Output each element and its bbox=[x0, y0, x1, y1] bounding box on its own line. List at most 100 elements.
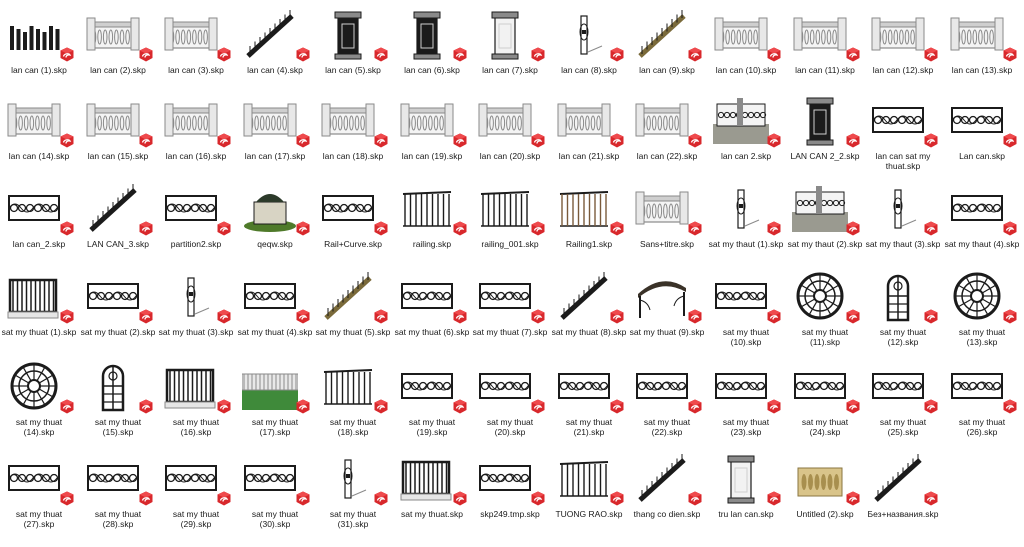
file-thumbnail bbox=[868, 6, 938, 62]
file-item[interactable]: sat my thuat (5).skp bbox=[314, 268, 392, 337]
file-item[interactable]: sat my thuat (10).skp bbox=[707, 268, 785, 347]
file-name: sat my thuat (23).skp bbox=[722, 417, 770, 437]
file-item[interactable]: lan can (6).skp bbox=[393, 6, 471, 75]
file-item[interactable]: sat my thaut (3).skp bbox=[864, 180, 942, 249]
iron-scroll-thumbnail-icon bbox=[8, 195, 60, 221]
file-name: sat my thuat (14).skp bbox=[15, 417, 63, 437]
file-item[interactable]: lan can (13).skp bbox=[943, 6, 1021, 75]
file-item[interactable]: railing.skp bbox=[393, 180, 471, 249]
file-item[interactable]: sat my thuat (30).skp bbox=[236, 450, 314, 529]
file-item[interactable]: lan can (5).skp bbox=[314, 6, 392, 75]
file-item[interactable]: lan can (2).skp bbox=[79, 6, 157, 75]
file-item[interactable]: sat my thuat (8).skp bbox=[550, 268, 628, 337]
file-thumbnail bbox=[554, 92, 624, 148]
file-item[interactable]: lan can (3).skp bbox=[157, 6, 235, 75]
file-item[interactable]: LAN CAN_3.skp bbox=[79, 180, 157, 249]
file-item[interactable]: Rail+Curve.skp bbox=[314, 180, 392, 249]
file-item[interactable]: railing_001.skp bbox=[471, 180, 549, 249]
file-item[interactable]: lan can (19).skp bbox=[393, 92, 471, 161]
file-item[interactable]: sat my thuat (28).skp bbox=[79, 450, 157, 529]
file-item[interactable]: thang co dien.skp bbox=[628, 450, 706, 519]
file-item[interactable]: sat my thuat (29).skp bbox=[157, 450, 235, 529]
file-item[interactable]: sat my thuat (4).skp bbox=[236, 268, 314, 337]
file-thumbnail bbox=[868, 92, 938, 148]
sketchup-file-icon bbox=[374, 47, 388, 62]
file-item[interactable]: sat my thuat (17).skp bbox=[236, 358, 314, 437]
balustrade-pillars-thumbnail-icon bbox=[86, 103, 140, 137]
file-item[interactable]: partition2.skp bbox=[157, 180, 235, 249]
file-item[interactable]: sat my thuat (19).skp bbox=[393, 358, 471, 437]
file-item[interactable]: lan can (16).skp bbox=[157, 92, 235, 161]
sketchup-file-icon bbox=[296, 309, 310, 324]
file-item[interactable]: sat my thaut (1).skp bbox=[707, 180, 785, 249]
file-item[interactable]: sat my thuat (2).skp bbox=[79, 268, 157, 337]
file-item[interactable]: lan can (15).skp bbox=[79, 92, 157, 161]
file-item[interactable]: sat my thuat (11).skp bbox=[786, 268, 864, 347]
file-item[interactable]: sat my thuat (3).skp bbox=[157, 268, 235, 337]
file-item[interactable]: sat my thaut (2).skp bbox=[786, 180, 864, 249]
file-item[interactable]: Untitled (2).skp bbox=[786, 450, 864, 519]
file-item[interactable]: lan can (21).skp bbox=[550, 92, 628, 161]
file-item[interactable]: sat my thuat.skp bbox=[393, 450, 471, 519]
file-item[interactable]: sat my thuat (25).skp bbox=[864, 358, 942, 437]
file-item[interactable]: TUONG RAO.skp bbox=[550, 450, 628, 519]
file-thumbnail bbox=[554, 358, 624, 414]
file-item[interactable]: sat my thuat (9).skp bbox=[628, 268, 706, 337]
file-item[interactable]: sat my thuat (20).skp bbox=[471, 358, 549, 437]
file-item[interactable]: lan can (7).skp bbox=[471, 6, 549, 75]
file-item[interactable]: sat my thuat (1).skp bbox=[0, 268, 78, 337]
file-item[interactable]: lan can (18).skp bbox=[314, 92, 392, 161]
file-name: sat my thuat (17).skp bbox=[251, 417, 299, 437]
file-item[interactable]: skp249.tmp.skp bbox=[471, 450, 549, 519]
file-item[interactable]: lan can (14).skp bbox=[0, 92, 78, 161]
file-item[interactable]: sat my thuat (18).skp bbox=[314, 358, 392, 437]
file-item[interactable]: lan can 2.skp bbox=[707, 92, 785, 161]
file-thumbnail bbox=[161, 180, 231, 236]
sketchup-file-icon bbox=[924, 491, 938, 506]
file-item[interactable]: tru lan can.skp bbox=[707, 450, 785, 519]
file-item[interactable]: sat my thuat (26).skp bbox=[943, 358, 1021, 437]
file-item[interactable]: sat my thuat (6).skp bbox=[393, 268, 471, 337]
file-item[interactable]: sat my thuat (23).skp bbox=[707, 358, 785, 437]
file-name: sat my thuat (7).skp bbox=[472, 327, 548, 337]
file-item[interactable]: sat my thuat (12).skp bbox=[864, 268, 942, 347]
file-item[interactable]: lan can (8).skp bbox=[550, 6, 628, 75]
file-item[interactable]: Lan can.skp bbox=[943, 92, 1021, 161]
file-item[interactable]: sat my thuat (27).skp bbox=[0, 450, 78, 529]
file-item[interactable]: lan can sat my thuat.skp bbox=[864, 92, 942, 171]
file-item[interactable]: sat my thuat (22).skp bbox=[628, 358, 706, 437]
file-item[interactable]: lan can (17).skp bbox=[236, 92, 314, 161]
file-thumbnail bbox=[397, 268, 467, 324]
file-name: lan can (20).skp bbox=[479, 151, 541, 161]
file-item[interactable]: Sans+titre.skp bbox=[628, 180, 706, 249]
file-item[interactable]: sat my thaut (4).skp bbox=[943, 180, 1021, 249]
file-name: lan can (14).skp bbox=[8, 151, 70, 161]
file-item[interactable]: sat my thuat (7).skp bbox=[471, 268, 549, 337]
file-item[interactable]: sat my thuat (14).skp bbox=[0, 358, 78, 437]
sketchup-file-icon bbox=[1003, 221, 1017, 236]
file-item[interactable]: lan can (4).skp bbox=[236, 6, 314, 75]
file-item[interactable]: Railing1.skp bbox=[550, 180, 628, 249]
file-item[interactable]: sat my thuat (24).skp bbox=[786, 358, 864, 437]
file-item[interactable]: sat my thuat (16).skp bbox=[157, 358, 235, 437]
file-name: lan can (15).skp bbox=[87, 151, 149, 161]
file-item[interactable]: sat my thuat (31).skp bbox=[314, 450, 392, 529]
file-item[interactable]: sat my thuat (13).skp bbox=[943, 268, 1021, 347]
file-item[interactable]: lan can (12).skp bbox=[864, 6, 942, 75]
file-item[interactable]: lan can (20).skp bbox=[471, 92, 549, 161]
file-item[interactable]: qeqw.skp bbox=[236, 180, 314, 249]
file-item[interactable]: lan can_2.skp bbox=[0, 180, 78, 249]
file-item[interactable]: lan can (22).skp bbox=[628, 92, 706, 161]
file-item[interactable]: Без+названия.skp bbox=[864, 450, 942, 519]
file-item[interactable]: LAN CAN 2_2.skp bbox=[786, 92, 864, 161]
file-item[interactable]: sat my thuat (21).skp bbox=[550, 358, 628, 437]
file-item[interactable]: lan can (10).skp bbox=[707, 6, 785, 75]
fence-grass-thumbnail-icon bbox=[242, 373, 298, 410]
canopy-thumbnail-icon bbox=[638, 281, 686, 318]
sketchup-file-icon bbox=[531, 133, 545, 148]
sketchup-file-icon bbox=[453, 399, 467, 414]
file-item[interactable]: lan can (9).skp bbox=[628, 6, 706, 75]
file-item[interactable]: lan can (11).skp bbox=[786, 6, 864, 75]
file-item[interactable]: sat my thuat (15).skp bbox=[79, 358, 157, 437]
file-item[interactable]: lan can (1).skp bbox=[0, 6, 78, 75]
